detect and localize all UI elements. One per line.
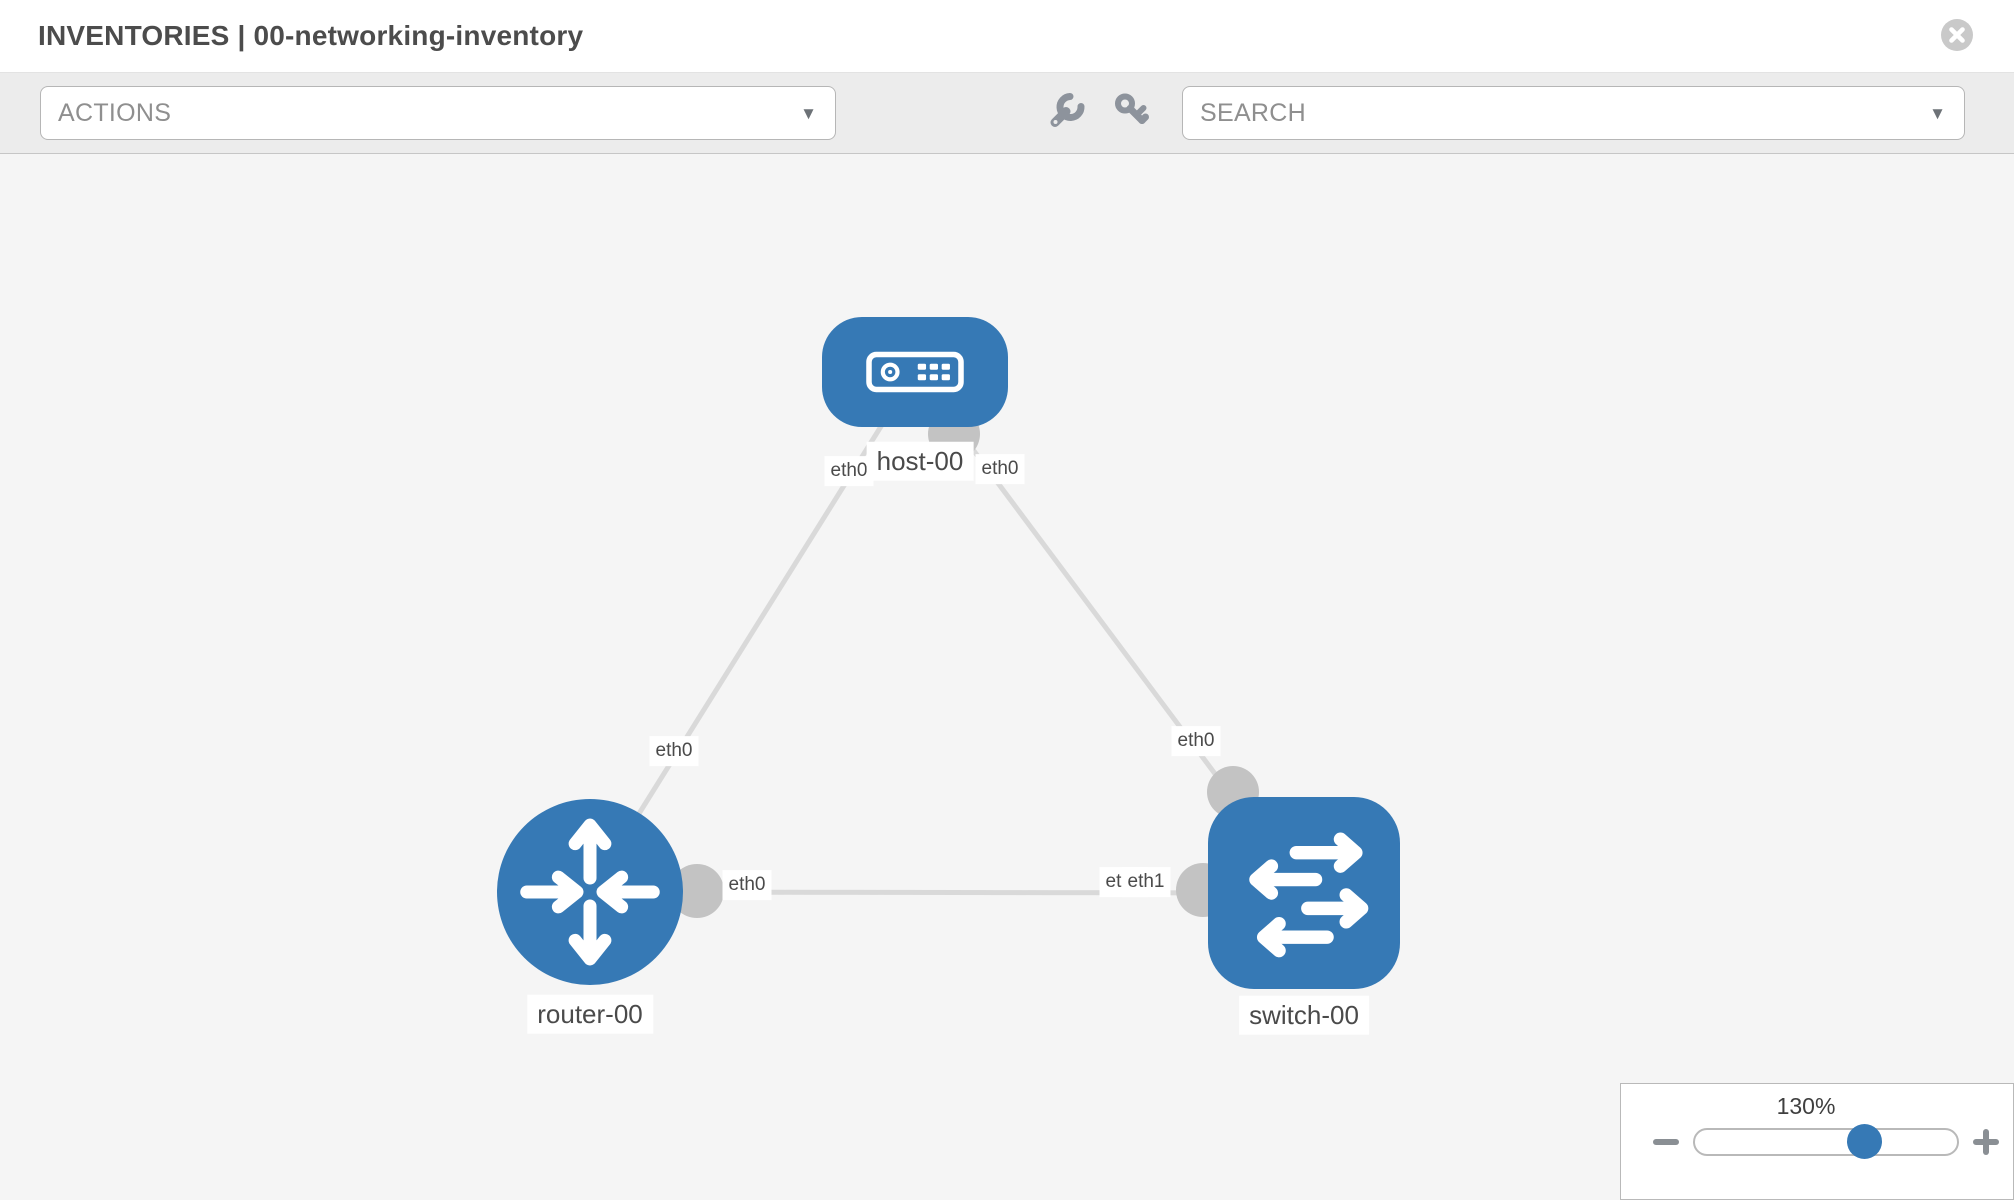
- server-icon: [866, 351, 964, 393]
- toolbar: ACTIONS ▼ SEARCH ▼: [0, 72, 2014, 154]
- search-placeholder: SEARCH: [1200, 98, 1306, 127]
- node-label-switch-00: switch-00: [1239, 995, 1369, 1035]
- zoom-out-button[interactable]: [1652, 1128, 1680, 1161]
- zoom-percentage: 130%: [1776, 1093, 1836, 1119]
- node-host-00[interactable]: [822, 317, 1008, 427]
- switch-arrows-icon: [1249, 832, 1369, 958]
- node-label-host-00: host-00: [866, 441, 974, 481]
- interface-label: eth0: [649, 736, 699, 766]
- chevron-down-icon: ▼: [800, 103, 817, 123]
- zoom-control-panel: 130%: [1620, 1083, 2014, 1200]
- node-label-router-00: router-00: [527, 994, 653, 1034]
- interface-label: eth0: [975, 454, 1025, 484]
- actions-dropdown[interactable]: ACTIONS ▼: [40, 86, 836, 140]
- page-title: INVENTORIES | 00-networking-inventory: [38, 20, 584, 51]
- key-icon[interactable]: [1112, 91, 1152, 136]
- node-router-00[interactable]: [497, 799, 683, 985]
- zoom-slider-track[interactable]: [1693, 1124, 1959, 1159]
- node-switch-00[interactable]: [1208, 797, 1400, 989]
- chevron-down-icon: ▼: [1929, 103, 1946, 123]
- interface-connector: [670, 864, 724, 918]
- topology-links-layer: [587, 370, 1307, 918]
- router-arrows-icon: [520, 818, 660, 966]
- close-icon: [1949, 27, 1965, 43]
- topology-canvas[interactable]: 130% eth0eth0eth0eth0eth0eth0eth1host-00…: [0, 154, 2014, 1200]
- minus-icon: [1653, 1139, 1679, 1145]
- header-bar: INVENTORIES | 00-networking-inventory: [0, 0, 2014, 72]
- actions-dropdown-label: ACTIONS: [58, 98, 172, 127]
- zoom-in-button[interactable]: [1972, 1128, 2000, 1161]
- interface-label: eth0: [722, 870, 772, 900]
- interface-label: eth0: [824, 456, 874, 486]
- close-button[interactable]: [1941, 19, 1973, 51]
- wrench-icon[interactable]: [1046, 91, 1086, 136]
- zoom-slider-thumb[interactable]: [1847, 1124, 1882, 1159]
- search-dropdown[interactable]: SEARCH ▼: [1182, 86, 1965, 140]
- interface-label: eth0: [1171, 726, 1221, 756]
- plus-icon: [1973, 1129, 1999, 1155]
- interface-label: eth1: [1121, 867, 1171, 897]
